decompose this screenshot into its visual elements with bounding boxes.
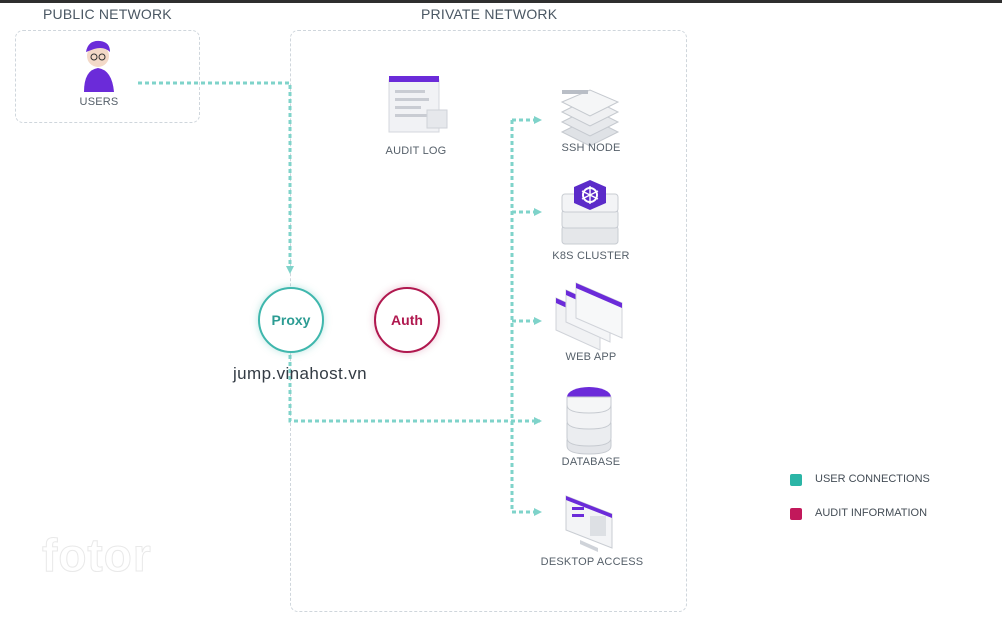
database-label: DATABASE xyxy=(561,456,621,468)
ssh-node-label: SSH NODE xyxy=(561,142,621,154)
users-label: USERS xyxy=(79,96,119,108)
legend-label-user-connections: USER CONNECTIONS xyxy=(815,473,930,485)
server-stack-icon xyxy=(560,89,620,147)
legend-label-audit-information: AUDIT INFORMATION xyxy=(815,507,928,519)
legend-swatch-audit-information xyxy=(790,508,802,520)
legend-swatch-user-connections xyxy=(790,474,802,486)
kubernetes-icon xyxy=(561,180,619,245)
fotor-watermark: fotor xyxy=(42,529,152,582)
auth-node: Auth xyxy=(374,287,440,353)
private-network-title: PRIVATE NETWORK xyxy=(421,6,558,22)
proxy-domain-text: jump.vinahost.vn xyxy=(233,364,367,383)
proxy-node: Proxy xyxy=(258,287,324,353)
audit-log-icon xyxy=(388,76,448,133)
public-network-title: PUBLIC NETWORK xyxy=(43,6,172,22)
connection-proxy-to-database xyxy=(288,355,542,425)
public-network-box xyxy=(15,30,200,123)
audit-log-label: AUDIT LOG xyxy=(385,145,447,157)
k8s-cluster-label: K8S CLUSTER xyxy=(552,250,630,262)
web-app-label: WEB APP xyxy=(565,351,617,363)
database-icon xyxy=(566,387,612,455)
browser-windows-icon xyxy=(555,282,623,351)
desktop-monitor-icon xyxy=(565,495,613,552)
desktop-access-label: DESKTOP ACCESS xyxy=(540,556,644,568)
top-border xyxy=(0,0,1002,3)
user-icon xyxy=(84,40,114,92)
connection-users-to-proxy xyxy=(138,81,294,274)
